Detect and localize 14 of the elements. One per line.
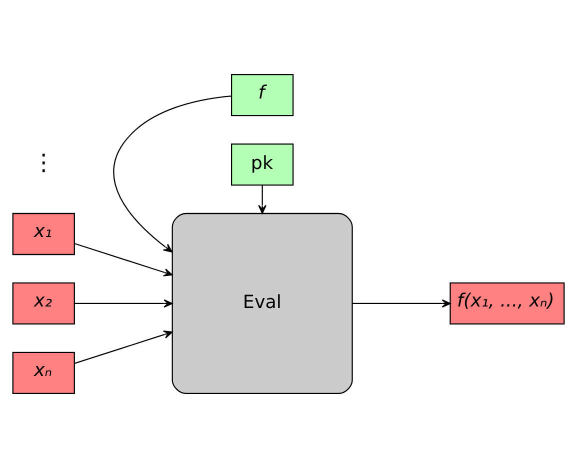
node-box: pk	[230, 142, 294, 186]
node-box: xₙ	[12, 351, 75, 394]
node-box: Eval	[172, 212, 353, 394]
node-box: f(x₁, ..., xₙ)	[450, 282, 565, 324]
node-box: x₁	[12, 212, 75, 255]
arrow	[74, 242, 173, 276]
node-box: x₂	[12, 282, 75, 324]
arrow	[352, 298, 451, 308]
arrow	[113, 94, 232, 252]
arrow	[74, 330, 173, 364]
node-box: f	[230, 73, 294, 116]
arrow	[74, 298, 173, 308]
arrow	[258, 184, 266, 214]
label: ⋮	[32, 150, 56, 176]
